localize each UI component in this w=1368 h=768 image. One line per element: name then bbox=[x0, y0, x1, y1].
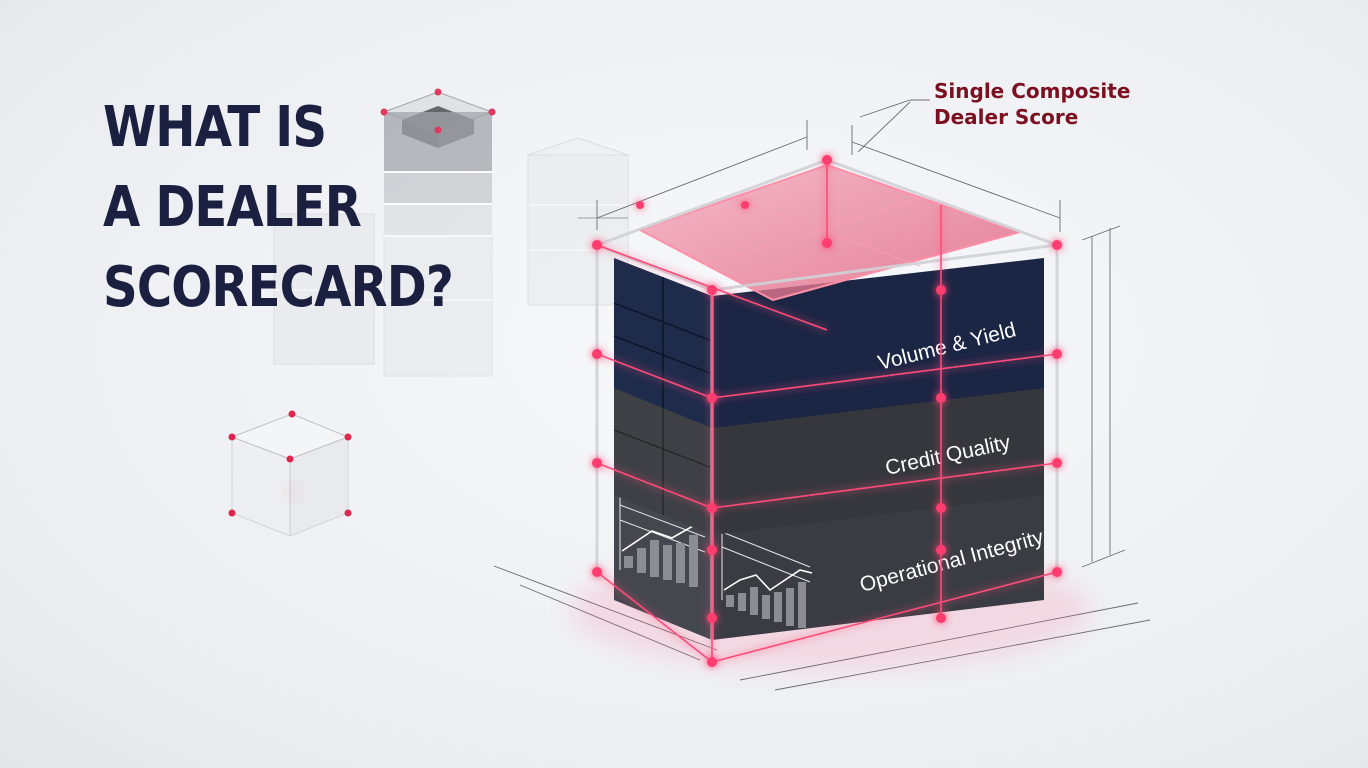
composite-score-callout: Single Composite Dealer Score bbox=[934, 78, 1130, 130]
frame-nodes bbox=[592, 155, 1062, 667]
callout-line-1: Single Composite bbox=[934, 79, 1131, 103]
glass-cube-icon bbox=[228, 410, 352, 537]
page-title: WHAT IS A DEALER SCORECARD? bbox=[103, 88, 454, 328]
title-line-3: SCORECARD? bbox=[103, 255, 454, 320]
callout-line-2: Dealer Score bbox=[934, 105, 1079, 129]
title-line-2: A DEALER bbox=[103, 175, 362, 240]
layer-volume-yield: Volume & Yield bbox=[613, 258, 1044, 428]
glass-tower-right bbox=[526, 137, 630, 306]
stacked-block-tower-icon bbox=[380, 88, 496, 377]
scorecard-cube: Operational Integrity Credit Quality Vol… bbox=[592, 155, 1062, 667]
line-chart-icon bbox=[721, 528, 813, 600]
title-line-1: WHAT IS bbox=[103, 95, 327, 160]
glass-tower-left bbox=[273, 213, 375, 365]
